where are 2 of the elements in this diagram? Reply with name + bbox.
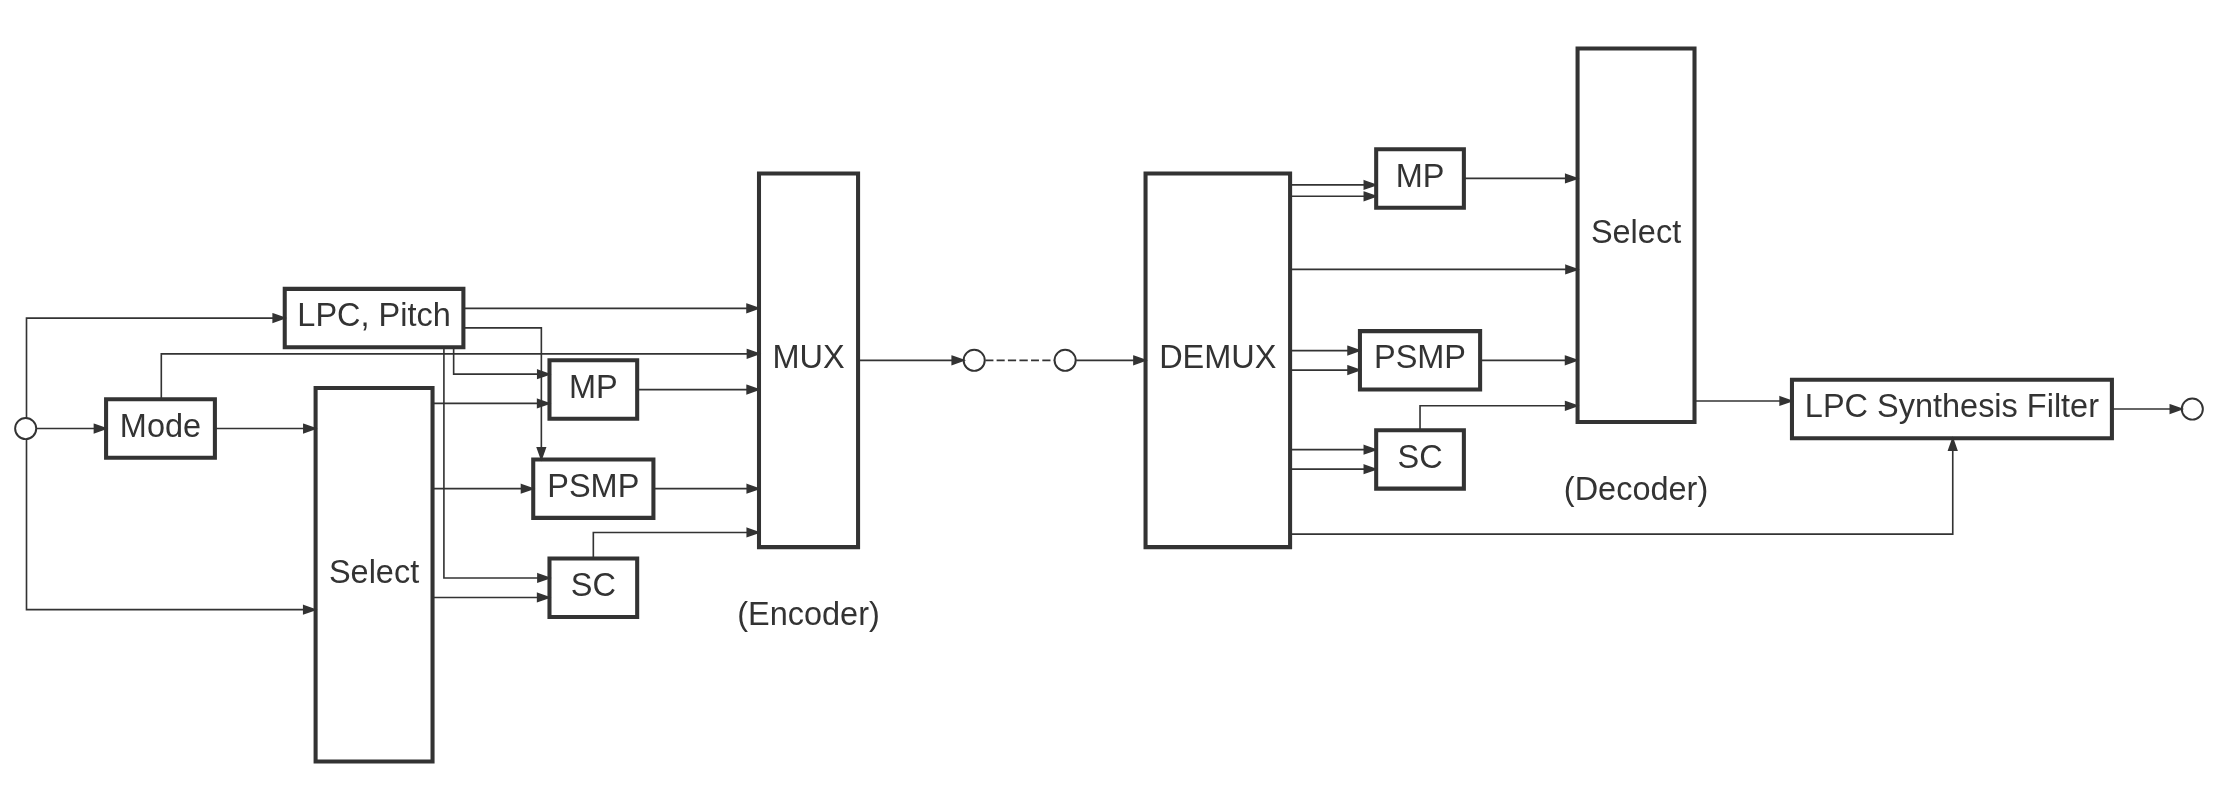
label: (Encoder) [737,595,880,632]
label: (Decoder) [1563,470,1709,507]
